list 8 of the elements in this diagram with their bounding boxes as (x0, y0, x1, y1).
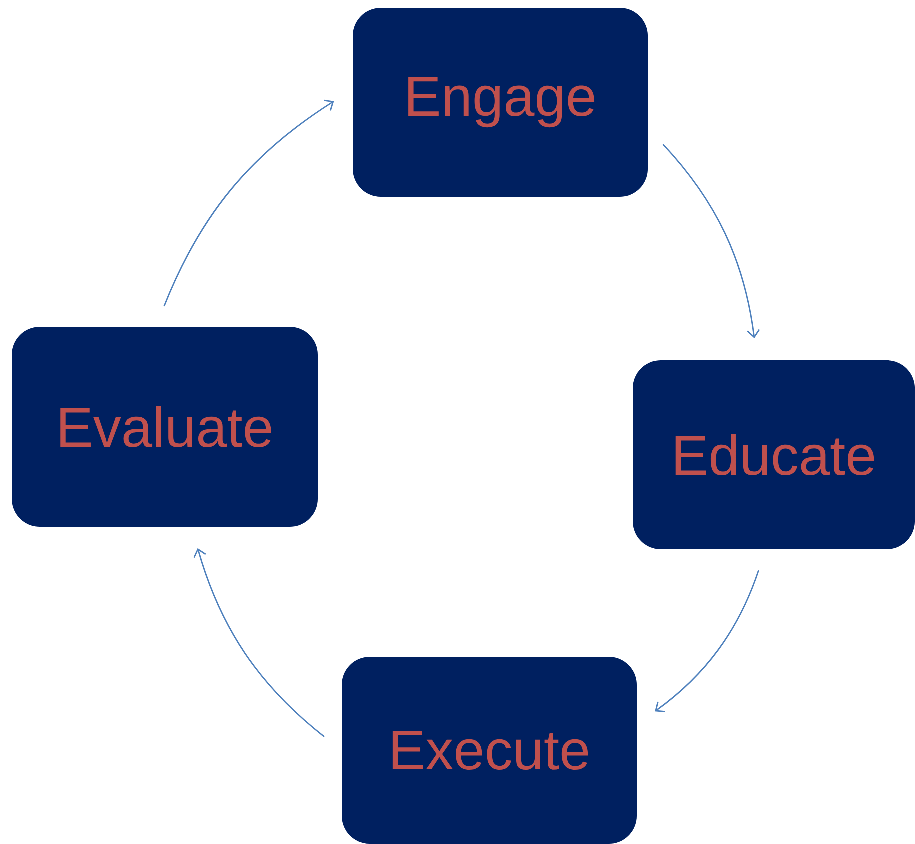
arrow (194, 548, 325, 738)
process-box: Execute (342, 657, 637, 844)
arrow (662, 144, 760, 338)
arrow (164, 100, 334, 307)
process-box: Engage (353, 8, 648, 197)
process-box: Educate (633, 360, 915, 550)
arrow (655, 570, 760, 712)
process-box: Evaluate (12, 327, 318, 527)
